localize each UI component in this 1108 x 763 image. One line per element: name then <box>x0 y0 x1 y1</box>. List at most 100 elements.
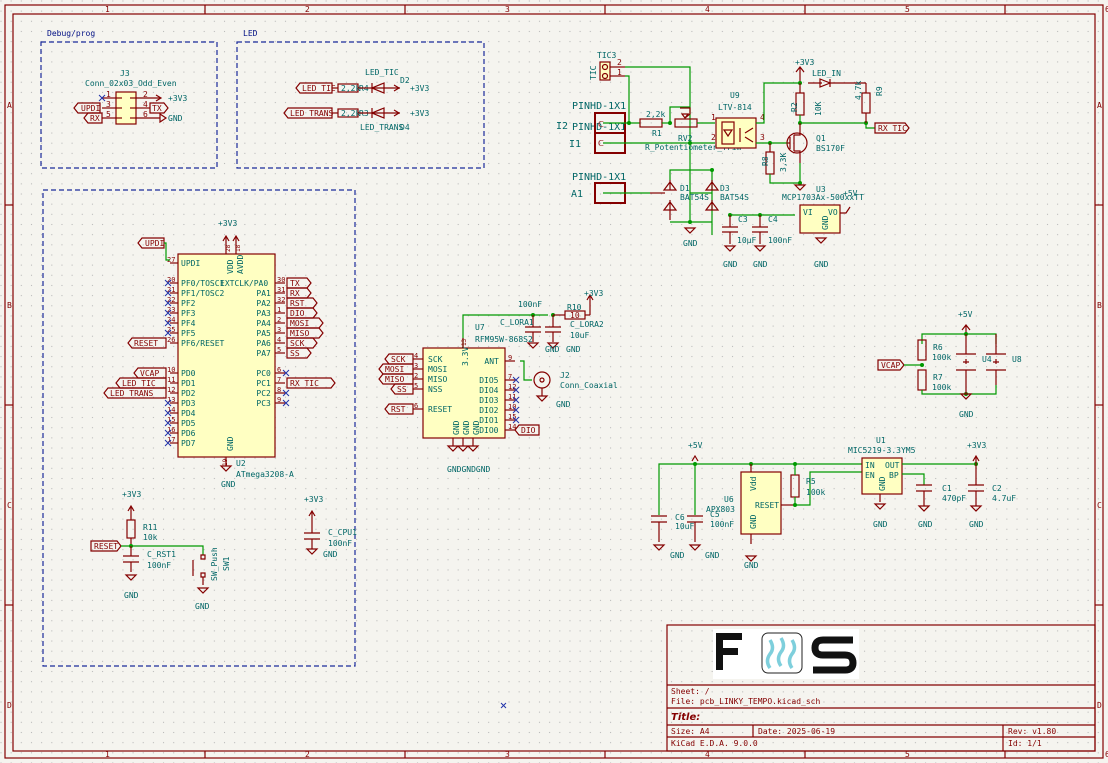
supply-circuit[interactable]: +5V C6 10uF C5 100nF GND GND U6 APX803 V… <box>651 436 1016 570</box>
column-label: 2 <box>305 5 310 14</box>
net-label-text: MOSI <box>385 365 404 374</box>
title-block-id: Id: 1/1 <box>1008 739 1042 748</box>
led-tic-circuit[interactable]: LED_TIC D2 LED_TIC 2,2k R4 +3V3 <box>295 68 429 94</box>
vcap-circuit[interactable]: +5V R6 100k R7 100k VCAP U4 U8 GND <box>877 310 1022 419</box>
svg-text:10K: 10K <box>814 101 823 116</box>
net-label-text: SS <box>290 349 300 358</box>
svg-text:LTV-814: LTV-814 <box>718 103 752 112</box>
mcu-pin-name: PD0 <box>181 369 196 378</box>
mcu-pin-name: PC3 <box>256 399 271 408</box>
label-tx: TX <box>152 104 162 113</box>
svg-text:ATmega3208-A: ATmega3208-A <box>236 470 294 479</box>
svg-text:2: 2 <box>617 58 622 67</box>
mcu-pin-name: PA2 <box>256 299 271 308</box>
no-connect-icon <box>164 429 172 437</box>
no-connect-icon <box>512 376 520 384</box>
ground-icon <box>535 388 549 402</box>
svg-text:+3V3: +3V3 <box>584 289 603 298</box>
svg-text:1: 1 <box>617 68 622 77</box>
ground-icon <box>652 544 702 551</box>
lora-pin-number: 2 <box>414 372 418 380</box>
tic-input-circuit[interactable]: TIC3 TIC 2 1 PINHD-1X1 I2 PINHD-1X1 I1 ᑕ… <box>556 51 910 269</box>
no-connect-icon <box>282 389 290 397</box>
svg-text:100k: 100k <box>806 488 825 497</box>
net-label <box>286 327 324 339</box>
svg-text:APX803: APX803 <box>706 505 735 514</box>
reset-circuit[interactable]: +3V3 R11 10k RESET C_RST1 100nF GND SW_P… <box>90 490 231 611</box>
lora-pin-name: RESET <box>428 405 452 414</box>
svg-text:GND: GND <box>753 260 768 269</box>
no-connect-icon <box>512 416 520 424</box>
no-connect-icon <box>164 399 172 407</box>
net-label-text: SS <box>397 385 407 394</box>
svg-text:R2: R2 <box>790 102 799 112</box>
mcu-pin-name: PF0/TOSC1 <box>181 279 225 288</box>
lora-u7[interactable]: U7 RFM95W-868S2 3.3V 100nF C_LORA1 C_LOR… <box>378 289 618 474</box>
no-connect-icon <box>500 702 507 709</box>
svg-text:GND: GND <box>124 591 139 600</box>
capacitor-icon <box>525 315 561 342</box>
net-label <box>286 297 318 309</box>
net-label-text: DIO <box>290 309 305 318</box>
mcu-pin-name: PD3 <box>181 399 196 408</box>
svg-text:R_Potentiometer_Trim: R_Potentiometer_Trim <box>645 143 742 152</box>
no-connect-icon <box>164 319 172 327</box>
svg-text:+3V3: +3V3 <box>168 94 187 103</box>
svg-text:100nF: 100nF <box>147 561 171 570</box>
svg-text:100k: 100k <box>932 383 951 392</box>
lora-pin-number: 3 <box>414 362 418 370</box>
svg-text:GND: GND <box>566 345 581 354</box>
net-label-text: DIO <box>521 426 536 435</box>
svg-text:GND: GND <box>683 239 698 248</box>
svg-text:+3V3: +3V3 <box>795 58 814 67</box>
no-connect-icon <box>164 289 172 297</box>
lora-pin-name: SCK <box>428 355 443 364</box>
c-cpu1[interactable]: +3V3 C_CPU1 100nF GND <box>304 495 357 559</box>
optocoupler-icon <box>722 127 754 143</box>
j3-connector[interactable]: J3 Conn_02x03_Odd_Even 1 2 3 4 5 6 UPDI … <box>73 69 187 125</box>
column-label: 6 <box>1105 750 1108 759</box>
svg-text:R7: R7 <box>933 373 943 382</box>
net-label-text: RX <box>290 289 300 298</box>
svg-text:100nF: 100nF <box>768 236 792 245</box>
power-arrow-icon <box>155 94 163 102</box>
column-label: 1 <box>105 750 110 759</box>
title-block-title: Title: <box>671 712 700 723</box>
led-trans-circuit[interactable]: LED_TRANS 2,2k R3 +3V3 LED_TRANS D4 <box>283 107 429 132</box>
mcu-pin-number: 2 <box>277 316 281 324</box>
svg-text:I1: I1 <box>569 139 581 150</box>
svg-text:R8: R8 <box>761 156 770 166</box>
svg-text:C1: C1 <box>942 484 952 493</box>
ground-icon <box>124 574 138 581</box>
svg-text:2,2k: 2,2k <box>646 110 665 119</box>
svg-text:ᑕ: ᑕ <box>598 120 604 129</box>
svg-text:LED_TIC: LED_TIC <box>365 68 399 77</box>
svg-text:3,3K: 3,3K <box>779 153 788 172</box>
svg-text:BAT54S: BAT54S <box>680 193 709 202</box>
ground-icon <box>683 227 697 234</box>
column-label: 2 <box>305 750 310 759</box>
mcu-pin-name: PA3 <box>256 309 271 318</box>
title-block-rev: Rev: v1.80 <box>1008 727 1056 736</box>
column-label: 5 <box>905 750 910 759</box>
mcu-pin-name: PF3 <box>181 309 196 318</box>
svg-text:10k: 10k <box>143 533 158 542</box>
led-area-title: LED <box>243 29 258 38</box>
net-label <box>115 377 167 389</box>
lora-pin-number: 9 <box>508 354 512 362</box>
net-label-text: RESET <box>134 339 158 348</box>
ground-icon <box>159 112 168 124</box>
mcu-pin-number: 14 <box>167 406 175 414</box>
svg-text:R5: R5 <box>806 477 816 486</box>
row-label: C <box>7 501 12 510</box>
svg-text:PINHD-1X1: PINHD-1X1 <box>572 101 626 112</box>
svg-text:+5V: +5V <box>843 189 858 198</box>
svg-text:4: 4 <box>143 100 148 109</box>
net-label <box>286 347 312 359</box>
ground-icon <box>305 548 319 555</box>
mcu-pin-name: PD1 <box>181 379 196 388</box>
